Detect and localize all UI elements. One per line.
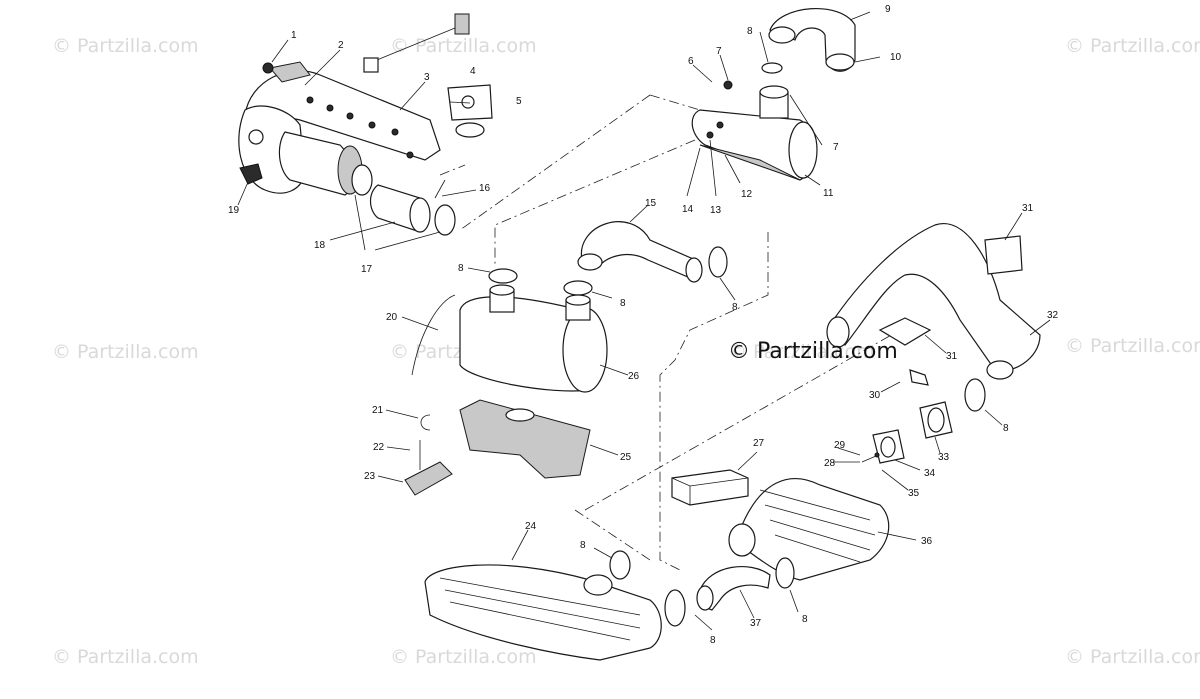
callout-label: 6 — [688, 56, 694, 67]
callout-labels: 1 2 3 4 5 6 7 7 8 9 10 11 12 13 14 15 16… — [228, 4, 1059, 646]
part-manifold-24 — [424, 564, 662, 661]
callout-label: 1 — [291, 30, 297, 41]
part-bolts-28-29 — [861, 452, 880, 463]
watermark-text: © Partzilla.com — [1065, 646, 1200, 668]
callout-label: 8 — [1003, 423, 1009, 434]
callout-label: 29 — [834, 440, 846, 451]
callout-label: 30 — [869, 390, 881, 401]
callout-label: 22 — [373, 442, 385, 453]
part-hose-32 — [826, 223, 1041, 380]
callout-label: 37 — [750, 618, 762, 629]
part-pin-16 — [434, 179, 446, 199]
brand-watermark: © Partzilla.com — [728, 339, 898, 364]
part-strap-20 — [411, 294, 456, 376]
watermark-text: © Partzilla.com — [390, 646, 537, 668]
leader-lines — [237, 11, 1051, 631]
part-sensor-4 — [363, 13, 470, 73]
callout-label: 36 — [921, 536, 933, 547]
watermark-text: © Partzilla.com — [1065, 335, 1200, 357]
watermark-text: © Partzilla.com — [52, 646, 199, 668]
assembly-lines — [439, 94, 901, 571]
part-hose-37 — [696, 566, 771, 611]
callout-label: 14 — [682, 204, 694, 215]
callout-label: 26 — [628, 371, 640, 382]
callout-label: 31 — [1022, 203, 1034, 214]
callout-label: 8 — [458, 263, 464, 274]
part-hose-9-10 — [768, 7, 856, 72]
callout-label: 25 — [620, 452, 632, 463]
part-block-27 — [671, 469, 749, 506]
watermark-text: © Partzilla.com — [52, 341, 199, 363]
part-flange-33 — [919, 401, 953, 439]
part-support-25 — [459, 399, 591, 479]
callout-label: 24 — [525, 521, 537, 532]
part-hose-clamps-17 — [351, 164, 456, 236]
part-clip-21 — [420, 414, 431, 431]
part-fitting-30 — [909, 369, 929, 386]
callout-label: 8 — [710, 635, 716, 646]
part-clamp-8-bottom — [664, 589, 686, 627]
watermark-layer: © Partzilla.com © Partzilla.com © Partzi… — [52, 35, 1200, 668]
part-label-31-upper — [984, 235, 1023, 275]
part-clamp-8-lower-right — [775, 557, 795, 589]
part-clamp-8-upper — [761, 62, 783, 74]
callout-label: 18 — [314, 240, 326, 251]
callout-label: 11 — [823, 188, 834, 199]
callout-label: 8 — [732, 302, 738, 313]
callout-label: 9 — [885, 4, 891, 15]
callout-label: 20 — [386, 312, 398, 323]
callout-label: 8 — [580, 540, 586, 551]
watermark-text: © Partzilla.com — [52, 35, 199, 57]
part-water-box — [691, 80, 818, 181]
callout-label: 31 — [946, 351, 958, 362]
part-clamps-8-middle — [488, 246, 728, 296]
callout-label: 35 — [908, 488, 920, 499]
callout-label: 15 — [645, 198, 657, 209]
callout-label: 13 — [710, 205, 722, 216]
part-gasket-34 — [872, 429, 905, 464]
callout-label: 16 — [479, 183, 491, 194]
callout-label: 28 — [824, 458, 836, 469]
callout-label: 17 — [361, 264, 373, 275]
callout-label: 34 — [924, 468, 936, 479]
callout-label: 21 — [372, 405, 384, 416]
callout-label: 19 — [228, 205, 240, 216]
callout-label: 32 — [1047, 310, 1059, 321]
watermark-text: © Partzilla.com — [1065, 35, 1200, 57]
callout-label: 10 — [890, 52, 902, 63]
callout-label: 8 — [802, 614, 808, 625]
callout-label: 5 — [516, 96, 522, 107]
part-clamp-8-right — [964, 378, 986, 412]
callout-label: 3 — [424, 72, 430, 83]
part-muffler-26 — [459, 284, 608, 393]
part-gasket-5 — [447, 84, 493, 138]
part-hose-18 — [369, 184, 431, 233]
callout-label: 8 — [747, 26, 753, 37]
callout-label: 8 — [620, 298, 626, 309]
part-label-31-lower — [878, 317, 932, 346]
callout-label: 27 — [753, 438, 765, 449]
part-manifold-36 — [728, 478, 890, 581]
callout-label: 2 — [338, 40, 344, 51]
callout-label: 23 — [364, 471, 376, 482]
callout-label: 33 — [938, 452, 950, 463]
callout-label: 7 — [833, 142, 839, 153]
part-plate-23 — [404, 461, 453, 496]
callout-label: 12 — [741, 189, 753, 200]
callout-label: 7 — [716, 46, 722, 57]
part-clamp-8-lower-middle — [609, 550, 631, 580]
watermark-text: © Partzilla.com — [390, 35, 537, 57]
callout-label: 4 — [470, 66, 476, 77]
part-hose-15 — [577, 221, 703, 283]
